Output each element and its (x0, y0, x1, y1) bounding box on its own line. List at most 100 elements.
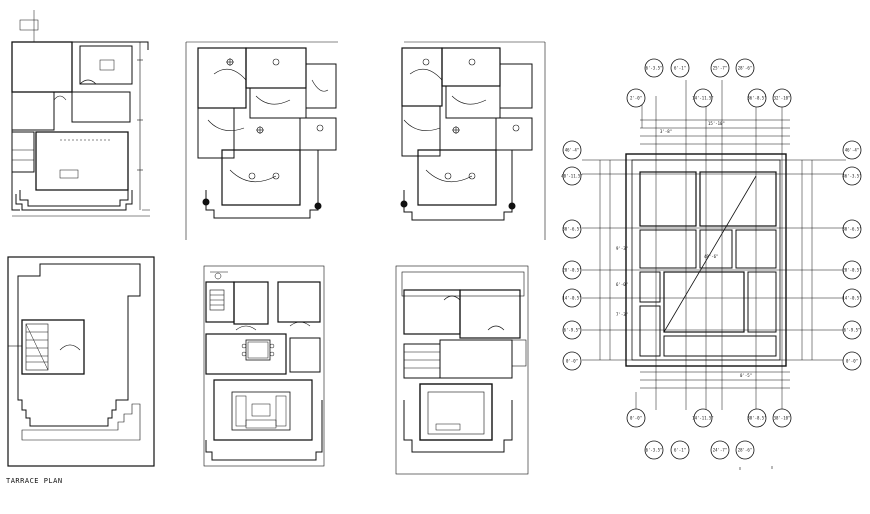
grid-bubble-left: 46'-4" (562, 140, 582, 160)
grid-bubble-left: 0'-0" (562, 351, 582, 371)
grid-bubble-label: 24'-7" (713, 448, 727, 453)
grid-bubble-label: 46'-4" (565, 148, 579, 153)
dimension-label: 6'-0" (616, 282, 628, 287)
grid-bubble-circle (747, 88, 767, 108)
terrace-plan (7, 256, 155, 467)
dimension-label: 0'-5" (740, 373, 752, 378)
grid-bubble-bottom-outer: 6'-1" (670, 440, 690, 460)
grid-bubble-label: 28'-6" (738, 448, 752, 453)
grid-bubble-circle (670, 58, 690, 78)
grid-bubble-bottom-outer: 28'-6" (735, 440, 755, 460)
grid-bubble-label: 0'-0" (846, 359, 858, 364)
grid-bubble-circle (562, 288, 582, 308)
grid-bubble-circle (842, 140, 862, 160)
terrace-plan-caption: TARRACE PLAN (6, 477, 63, 485)
grid-bubble-label: 30'-6.5" (842, 227, 861, 232)
grid-bubble-left: 20'-0.5" (562, 260, 582, 280)
grid-bubble-circle (562, 219, 582, 239)
dimension-label: 15'-10" (708, 121, 725, 126)
grid-bubble-right: 46'-3.5" (842, 166, 862, 186)
grid-bubble-top-inner: 32'-10" (772, 88, 792, 108)
grid-bubble-circle (644, 440, 664, 460)
grid-bubble-top-inner: 2'-0" (626, 88, 646, 108)
grid-bubble-circle (562, 260, 582, 280)
grid-bubble-circle (626, 408, 646, 428)
grid-bubble-right: 46'-4" (842, 140, 862, 160)
ground-floor-plan (11, 10, 150, 217)
grid-bubble-left: 6'-9.5" (562, 320, 582, 340)
electrical-plan-a (185, 41, 338, 240)
grid-bubble-label: 0'-0" (566, 359, 578, 364)
grid-bubble-circle (842, 351, 862, 371)
grid-bubble-circle (644, 58, 664, 78)
grid-bubble-circle (710, 58, 730, 78)
grid-bubble-left: 14'-0.5" (562, 288, 582, 308)
first-floor-plan (395, 265, 529, 475)
grid-bubble-label: 25'-7" (713, 66, 727, 71)
grid-bubble-right: 14'-0.5" (842, 288, 862, 308)
grid-bubble-top-outer: 25'-7" (710, 58, 730, 78)
grid-bubble-top-inner: 14'-11.5" (692, 88, 714, 108)
grid-bubble-circle (772, 88, 792, 108)
grid-bubble-bottom-outer: 24'-7" (710, 440, 730, 460)
grid-bubble-label: 6'-3.5" (646, 448, 663, 453)
sheet-marks (739, 466, 773, 470)
grid-bubble-circle (626, 88, 646, 108)
dimension-label: 3'-8" (660, 129, 672, 134)
grid-dimension-texts: 48'-6" 15'-10" 3'-8" 9'-3" 6'-0" 7'-3" 0… (616, 121, 752, 378)
grid-bubble-label: 14'-0.5" (842, 296, 861, 301)
grid-bubble-circle (693, 88, 713, 108)
grid-bubble-label: 28'-6" (738, 66, 752, 71)
grid-bubble-bottom-inner: 0'-0" (626, 408, 646, 428)
grid-bubble-label: 6'-1" (674, 448, 686, 453)
grid-bubble-label: 0'-0" (630, 416, 642, 421)
grid-bubble-top-outer: 6'-1" (670, 58, 690, 78)
grid-bubble-right: 6'-9.5" (842, 320, 862, 340)
grid-bubble-circle (562, 140, 582, 160)
grid-bubble-right: 20'-0.5" (842, 260, 862, 280)
grid-bubble-label: 36'-8.5" (747, 96, 766, 101)
grid-bubble-circle (842, 166, 862, 186)
grid-bubble-circle (735, 440, 755, 460)
grid-bubble-label: 46'-4" (845, 148, 859, 153)
center-dimension-label: 48'-6" (704, 254, 718, 259)
grid-bubble-label: 20'-0.5" (842, 268, 861, 273)
dimension-label: 9'-3" (616, 246, 628, 251)
column-grid-labels: 6'-3.5" 6'-1" 25'-7" 28'-6" 2'-0" 14'-11.5" 36… (561, 58, 862, 460)
grid-bubble-label: 30'-6.5" (562, 227, 581, 232)
grid-bubble-right: 0'-0" (842, 351, 862, 371)
grid-bubble-label: 14'-11.5" (692, 416, 714, 421)
dimension-label: 7'-3" (616, 312, 628, 317)
grid-bubble-right: 30'-6.5" (842, 219, 862, 239)
grid-bubble-left: 30'-6.5" (562, 219, 582, 239)
grid-bubble-circle (735, 58, 755, 78)
grid-bubble-label: 14'-11.5" (692, 96, 714, 101)
grid-bubble-bottom-inner: 38'-10" (772, 408, 792, 428)
grid-bubble-label: 2'-0" (630, 96, 642, 101)
grid-bubble-label: 6'-1" (674, 66, 686, 71)
grid-bubble-label: 38'-10" (774, 416, 791, 421)
grid-bubble-circle (710, 440, 730, 460)
column-grid-plan (582, 80, 846, 410)
grid-bubble-circle (747, 408, 767, 428)
grid-bubble-top-inner: 36'-8.5" (747, 88, 767, 108)
grid-bubble-circle (842, 260, 862, 280)
grid-bubble-circle (842, 288, 862, 308)
grid-bubble-label: 38'-8.5" (747, 416, 766, 421)
grid-bubble-label: 14'-0.5" (562, 296, 581, 301)
furniture-layout-plan (203, 265, 325, 467)
grid-bubble-circle (842, 320, 862, 340)
grid-bubble-label: 20'-0.5" (562, 268, 581, 273)
grid-bubble-label: 6'-9.5" (564, 328, 581, 333)
grid-bubble-left: 40'-11.5" (561, 166, 583, 186)
grid-bubble-circle (670, 440, 690, 460)
grid-bubble-bottom-inner: 14'-11.5" (692, 408, 714, 428)
grid-bubble-label: 32'-10" (774, 96, 791, 101)
grid-bubble-label: 6'-9.5" (844, 328, 861, 333)
grid-bubble-circle (562, 351, 582, 371)
grid-bubble-label: 40'-11.5" (561, 174, 583, 179)
grid-bubble-bottom-inner: 38'-8.5" (747, 408, 767, 428)
electrical-plan-b (400, 41, 546, 240)
grid-bubble-top-outer: 6'-3.5" (644, 58, 664, 78)
grid-bubble-top-outer: 28'-6" (735, 58, 755, 78)
